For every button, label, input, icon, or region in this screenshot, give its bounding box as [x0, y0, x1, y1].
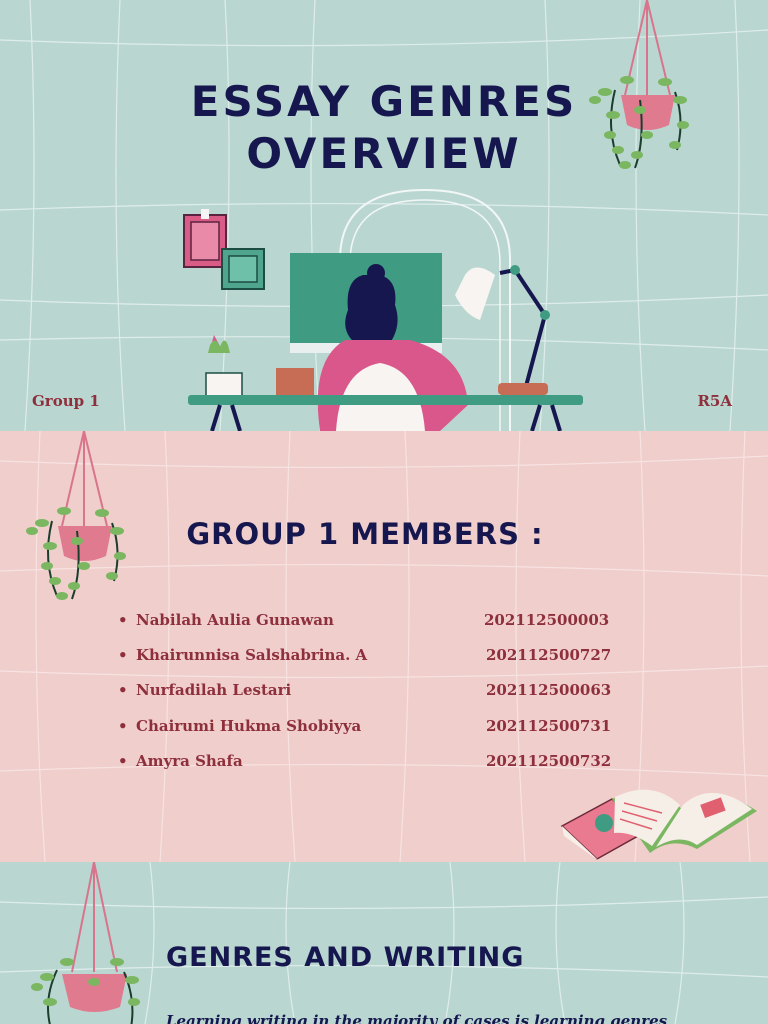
member-name: Nurfadilah Lestari [136, 681, 292, 699]
members-heading: GROUP 1 MEMBERS : [186, 517, 544, 551]
member-row: • Nabilah Aulia Gunawan 202112500003 [118, 611, 618, 635]
hanging-plant-icon [31, 862, 140, 1024]
bullet: • [118, 681, 128, 699]
member-row: • Khairunnisa Salshabrina. A 20211250072… [118, 646, 618, 670]
title-line-2: OVERVIEW [246, 129, 522, 178]
grid-background [0, 0, 768, 431]
bullet: • [118, 717, 128, 735]
member-name: Nabilah Aulia Gunawan [136, 611, 334, 629]
title-line-1: ESSAY GENRES [190, 77, 578, 126]
member-nim: 202112500003 [484, 611, 610, 629]
hanging-plant-icon [589, 0, 689, 169]
member-name: Khairunnisa Salshabrina. A [136, 646, 368, 664]
group-label: Group 1 [32, 392, 100, 410]
member-name: Chairumi Hukma Shobiyya [136, 717, 362, 735]
member-nim: 202112500732 [486, 752, 612, 770]
member-row: • Chairumi Hukma Shobiyya 202112500731 [118, 717, 618, 741]
grid-background [0, 862, 768, 1024]
body-text-cut: Learning writing in the majority of case… [166, 1012, 668, 1024]
bullet: • [118, 646, 128, 664]
hanging-plant-icon [26, 431, 126, 600]
title-slide: ESSAY GENRES OVERVIEW [0, 0, 768, 431]
member-row: • Nurfadilah Lestari 202112500063 [118, 681, 618, 705]
books-icon [560, 789, 757, 861]
member-row: • Amyra Shafa 202112500732 [118, 752, 618, 776]
genres-heading: GENRES AND WRITING [166, 942, 525, 973]
bullet: • [118, 752, 128, 770]
member-nim: 202112500063 [486, 681, 612, 699]
class-code: R5A [697, 392, 732, 410]
member-nim: 202112500727 [486, 646, 612, 664]
desk-workspace-illustration [183, 188, 583, 431]
members-slide: GROUP 1 MEMBERS : • Nabilah Aulia Gunawa… [0, 431, 768, 862]
member-name: Amyra Shafa [136, 752, 243, 770]
member-nim: 202112500731 [486, 717, 612, 735]
genres-slide: GENRES AND WRITING Learning writing in t… [0, 862, 768, 1024]
bullet: • [118, 611, 128, 629]
